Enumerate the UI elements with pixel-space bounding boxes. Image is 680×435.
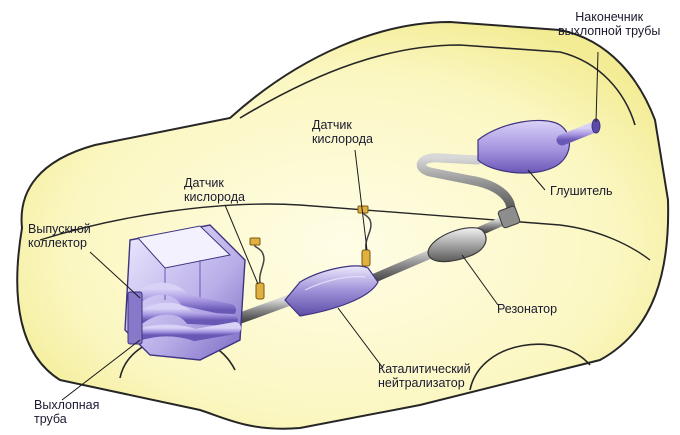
label-exhaust-pipe-line2: труба [34, 412, 67, 426]
catalytic-converter-shape [284, 265, 379, 317]
leader-tailpipe-tip [595, 51, 599, 123]
label-catalytic-converter-line2: нейтрализатор [378, 376, 465, 390]
resonator-shape [427, 227, 487, 263]
label-oxygen-sensor-front-line1: Датчик [184, 176, 224, 190]
label-exhaust-manifold: Выпускной коллектор [28, 222, 91, 250]
exhaust-manifold-shape [127, 282, 241, 345]
label-oxygen-sensor-front: Датчик кислорода [184, 176, 245, 204]
label-resonator-line1: Резонатор [497, 302, 558, 316]
label-exhaust-manifold-line1: Выпускной [28, 222, 91, 236]
label-muffler-line1: Глушитель [550, 184, 613, 198]
label-muffler: Глушитель [550, 184, 613, 198]
label-exhaust-pipe-line1: Выхлопная [34, 398, 100, 412]
label-exhaust-manifold-line2: коллектор [28, 236, 87, 250]
label-catalytic-converter-line1: Каталитический [378, 362, 471, 376]
leader-muffler [527, 169, 546, 191]
leader-oxygen-sensor-rear [354, 149, 368, 251]
leader-exhaust-manifold [89, 251, 141, 299]
label-oxygen-sensor-front-line2: кислорода [184, 190, 245, 204]
label-tailpipe-tip-line1: Наконечник [575, 10, 644, 24]
label-tailpipe-tip-line2: выхлопной трубы [558, 24, 661, 38]
label-resonator: Резонатор [497, 302, 557, 316]
car-body [16, 20, 670, 430]
label-catalytic-converter: Каталитический нейтрализатор [378, 362, 471, 390]
leader-resonator [461, 254, 499, 306]
leader-lines [61, 51, 599, 401]
label-oxygen-sensor-rear-line2: кислорода [312, 132, 373, 146]
label-exhaust-pipe: Выхлопная труба [34, 398, 99, 426]
label-oxygen-sensor-rear: Датчик кислорода [312, 118, 373, 146]
label-tailpipe-tip: Наконечник выхлопной трубы [558, 10, 660, 38]
leader-catalytic-converter [337, 307, 384, 369]
leader-exhaust-pipe [61, 339, 141, 401]
label-oxygen-sensor-rear-line1: Датчик [312, 118, 352, 132]
oxygen-sensor-front [249, 237, 265, 300]
leader-oxygen-sensor-front [224, 204, 259, 285]
muffler-shape [477, 118, 601, 174]
